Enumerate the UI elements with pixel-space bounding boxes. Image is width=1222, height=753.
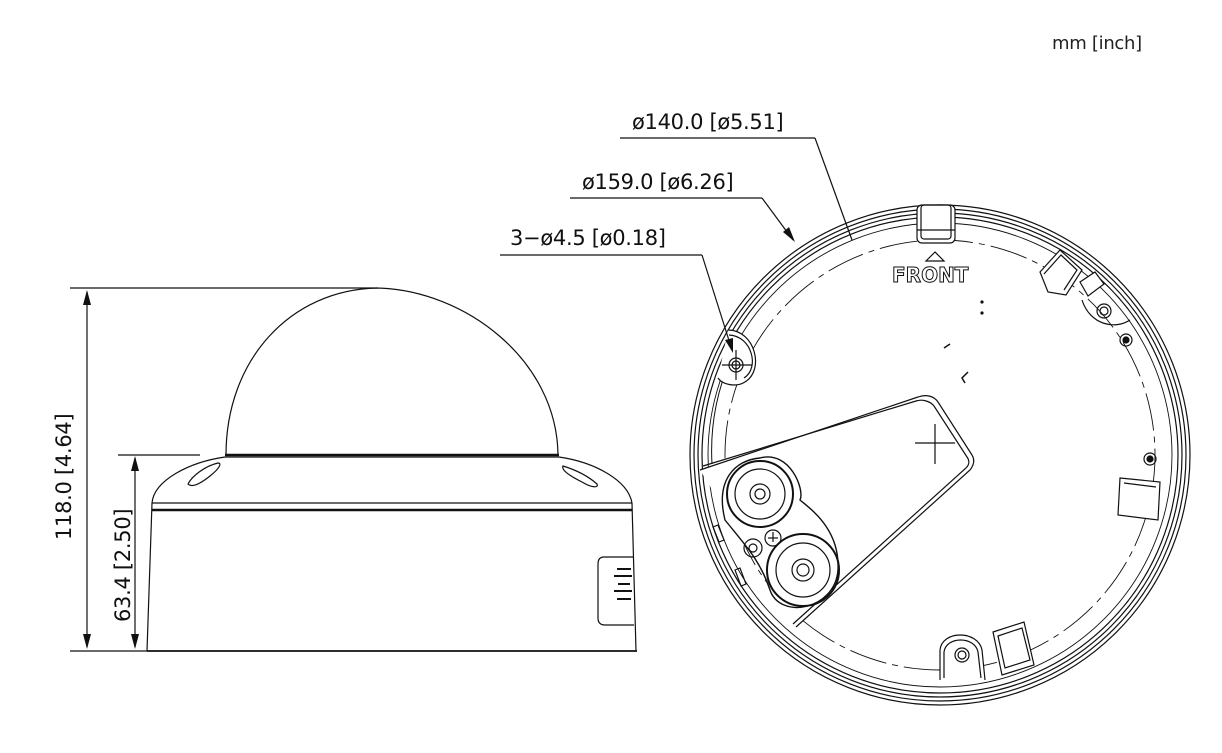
diameter-159-label: ø159.0 [ø6.26] <box>582 170 734 194</box>
vent-right <box>562 465 598 488</box>
diameter-140-label: ø140.0 [ø5.51] <box>632 110 784 134</box>
cable-ports <box>721 456 840 609</box>
dome <box>225 287 559 456</box>
ground-symbol-icon <box>764 529 782 547</box>
front-label: FRONT <box>891 263 969 288</box>
label-plate <box>597 556 634 626</box>
front-arrow-icon <box>924 251 946 262</box>
hole-diameter-label: 3−ø4.5 [ø0.18] <box>510 226 666 250</box>
mount-hole-right <box>1039 249 1133 347</box>
height-118-label: 118.0 [4.64] <box>52 413 76 540</box>
units-label: mm [inch] <box>1052 33 1142 54</box>
leader-lines <box>500 137 853 353</box>
front-notch <box>916 204 956 244</box>
label-plate-text <box>614 568 632 600</box>
side-view-camera <box>70 287 637 652</box>
height-63-label: 63.4 [2.50] <box>111 508 135 622</box>
vent-left <box>187 462 221 487</box>
small-port <box>743 538 763 558</box>
mount-hole-bottom <box>939 621 1035 681</box>
bottom-view-mount <box>689 204 1191 706</box>
